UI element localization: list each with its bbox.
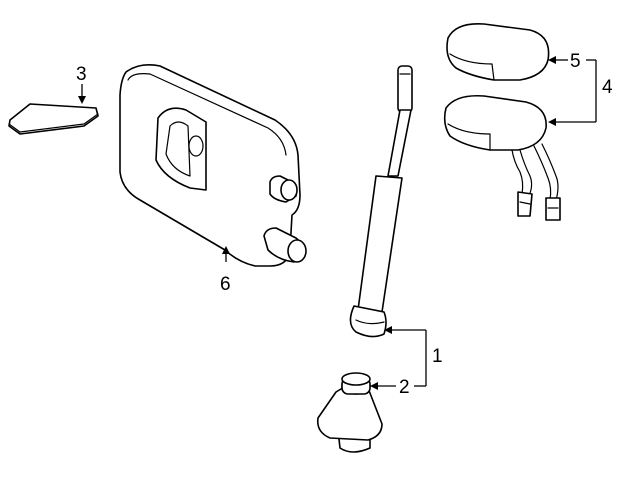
callout-6: 6 (220, 274, 231, 295)
part-4-antenna (443, 94, 561, 221)
callout-4: 4 (602, 77, 613, 98)
callout-5: 5 (570, 51, 581, 72)
part-3-pad (8, 103, 99, 135)
callout-1: 1 (432, 346, 443, 367)
part-1-mast (349, 65, 413, 338)
callout-2: 2 (399, 377, 410, 398)
part-2-base (316, 372, 383, 453)
callout-3: 3 (76, 64, 87, 85)
leader-lines (78, 56, 597, 390)
part-5-cover (446, 22, 550, 81)
part-6-module (119, 64, 307, 267)
